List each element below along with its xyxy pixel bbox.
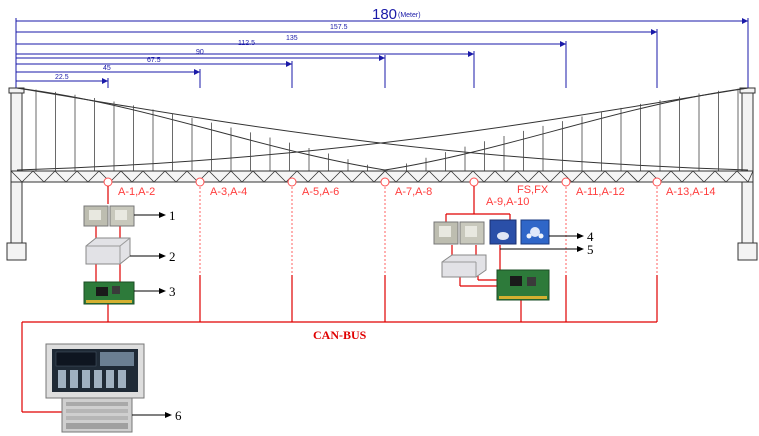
sensor-point-a13 [653,178,661,186]
sensor-point-a3 [196,178,204,186]
dim-label-90: 90 [196,49,204,56]
sensor-label-a3-a4: A-3,A-4 [210,186,247,198]
dim-label-67: 67.5 [147,57,161,64]
monitoring-computer [46,344,144,432]
dim-label-45: 45 [103,65,111,72]
sensor-label-fs-fx: FS,FX [517,184,549,196]
dim-label-112: 112.5 [238,40,255,47]
sensor-label-a13-a14: A-13,A-14 [666,186,716,198]
main-cables [17,88,748,170]
sensor-point-a1 [104,178,112,186]
right-amplifier [442,255,486,277]
dimension-group [16,18,748,90]
sensor-label-a7-a8: A-7,A-8 [395,186,432,198]
sensor-point-a5 [288,178,296,186]
acquisition-card-pcb-right [497,270,549,300]
hanger-group [36,89,738,171]
sensor-label-a11-a12: A-11,A-12 [576,186,625,198]
callout-2: 2 [169,249,176,264]
left-sensor-pair [84,206,134,226]
sensor-label-a9-a10: A-9,A-10 [486,196,529,208]
dim-label-22: 22.5 [55,74,69,81]
right-acquisition-card [497,270,549,300]
sensor-point-a9 [470,178,478,186]
can-bus-label: CAN-BUS [313,328,367,342]
amplifier-box [86,238,130,264]
callout-1: 1 [169,208,176,223]
cross-cable-a [17,88,748,170]
left-amplifier [86,238,130,264]
span-unit-label: (Meter) [398,12,421,19]
callout-arrowheads [159,212,584,418]
main-cable-left [17,88,385,170]
amplifier-box-right [442,255,486,277]
cross-cable-b [17,88,748,170]
callout-5: 5 [587,242,594,257]
sensor-label-a1-a2: A-1,A-2 [118,186,155,198]
dim-label-157: 157.5 [330,24,348,31]
sensor-point-a7 [381,178,389,186]
sensor-label-a5-a6: A-5,A-6 [302,186,339,198]
callout-3: 3 [169,284,176,299]
callout-6: 6 [175,408,182,423]
main-cable-right [385,88,748,170]
dim-label-135: 135 [286,35,298,42]
callout-arrows [130,215,580,415]
span-total-label: 180 [372,6,397,23]
right-sensor-row [434,220,549,244]
left-acquisition-card [84,282,134,304]
sensor-point-a11 [562,178,570,186]
